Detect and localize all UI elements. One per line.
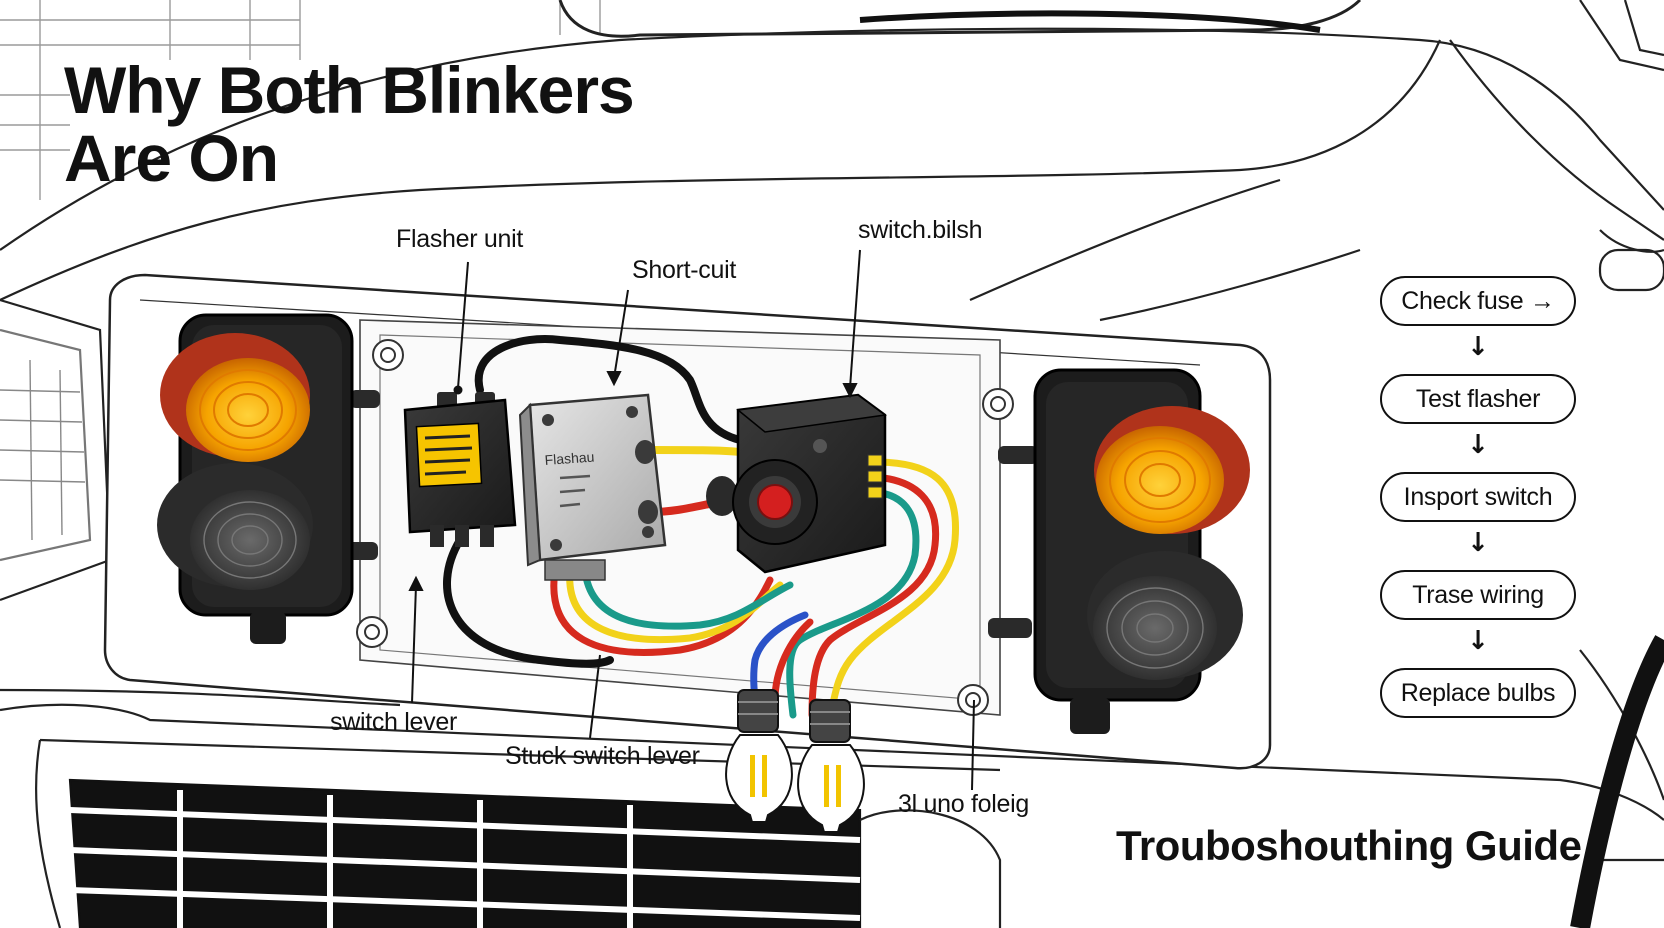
callout-leaders (408, 249, 975, 791)
callout-switch-lever: switch lever (330, 708, 457, 736)
flasher-unit-relay (403, 392, 517, 547)
background-building-lines (0, 0, 601, 200)
title-line-1: Why Both Blinkers (64, 53, 635, 127)
down-arrow-icon: ↓ (1467, 626, 1489, 656)
right-wheel-arch (1570, 635, 1664, 928)
step-replace-bulbs: Replace bulbs (1380, 668, 1576, 718)
panel-grommets (356, 339, 1014, 716)
bulb-left (725, 689, 793, 823)
step-trace-wiring: Trase wiring (1380, 570, 1576, 620)
callout-bottom-label: 3l uno foleig (898, 790, 1029, 818)
step-test-flasher-label: Test flasher (1415, 384, 1541, 413)
step-inspect-switch-label: Insport switch (1403, 482, 1553, 511)
diagram-title: Why Both Blinkers Are On (64, 53, 635, 195)
bulbs (725, 689, 865, 833)
step-check-fuse-label: Check fuse (1401, 286, 1524, 315)
title-line-2: Are On (64, 121, 279, 195)
hazard-switch-box (706, 393, 887, 574)
step-test-flasher: Test flasher (1380, 374, 1576, 424)
left-turn-signal (157, 313, 380, 644)
windshield-frame (558, 0, 1362, 38)
callout-flasher-unit: Flasher unit (396, 225, 524, 253)
bumper-outline (0, 703, 1664, 821)
callout-stuck-switch-lever: Stuck switch lever (505, 742, 700, 770)
callout-switch-top: switch.bilsh (858, 216, 983, 244)
flasher-module (518, 393, 667, 581)
down-arrow-icon: ↓ (1467, 430, 1489, 460)
hood-outline (0, 27, 1664, 251)
step-check-fuse: Check fuse → (1380, 276, 1576, 326)
flasher-module-label: Flashau (544, 449, 595, 468)
bulb-right (797, 699, 865, 833)
right-arrow-icon: → (1530, 286, 1555, 315)
step-inspect-switch: Insport switch (1380, 472, 1576, 522)
down-arrow-icon: ↓ (1467, 528, 1489, 558)
wiring (443, 335, 960, 719)
step-replace-bulbs-label: Replace bulbs (1400, 678, 1556, 707)
right-turn-signal (988, 368, 1250, 734)
troubleshooting-guide-title: Trouboshouthing Guide (1116, 822, 1582, 869)
callout-short-circuit: Short-cuit (632, 256, 736, 284)
step-trace-wiring-label: Trase wiring (1412, 580, 1544, 609)
down-arrow-icon: ↓ (1467, 332, 1489, 362)
